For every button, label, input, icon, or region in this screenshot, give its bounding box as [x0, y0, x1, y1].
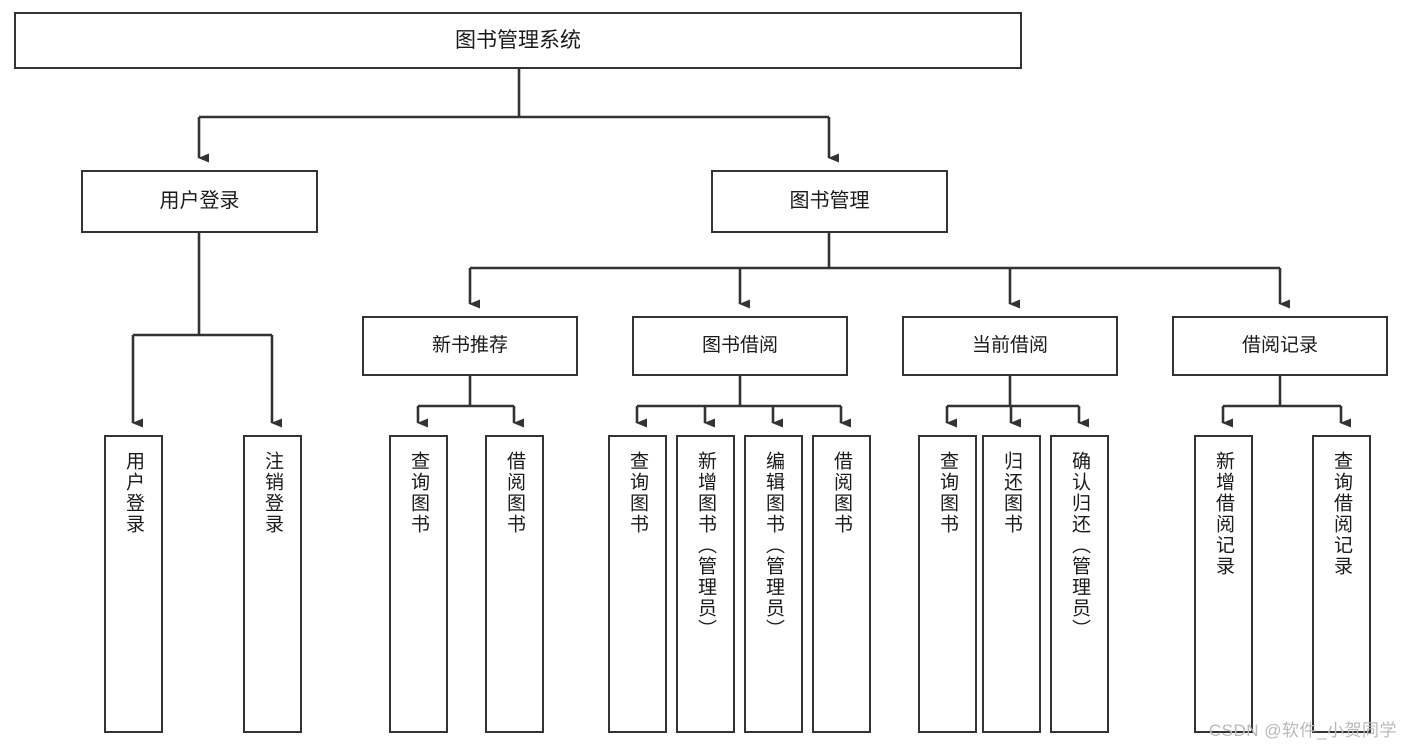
- leaf-query-book-recommend[interactable]: 查询图书: [389, 435, 448, 733]
- node-label: 图书管理: [789, 190, 870, 213]
- watermark-text: CSDN @软件_小贺同学: [1208, 721, 1397, 740]
- node-label: 查询图书: [937, 451, 958, 535]
- node-current-borrow[interactable]: 当前借阅: [902, 316, 1118, 376]
- node-label: 查询图书: [408, 451, 429, 535]
- node-root-system[interactable]: 图书管理系统: [14, 12, 1022, 69]
- node-label: 确认归还（管理员）: [1069, 451, 1090, 640]
- leaf-borrow-book[interactable]: 借阅图书: [812, 435, 871, 733]
- node-label: 图书借阅: [701, 335, 778, 357]
- leaf-user-login[interactable]: 用户登录: [104, 435, 163, 733]
- node-label: 新增图书（管理员）: [695, 451, 716, 640]
- leaf-query-book-borrow[interactable]: 查询图书: [608, 435, 667, 733]
- node-book-management[interactable]: 图书管理: [711, 170, 948, 233]
- node-label: 查询图书: [627, 451, 648, 535]
- node-book-borrow[interactable]: 图书借阅: [632, 316, 848, 376]
- leaf-add-borrow-record[interactable]: 新增借阅记录: [1194, 435, 1253, 733]
- leaf-confirm-return-admin[interactable]: 确认归还（管理员）: [1050, 435, 1109, 733]
- node-label: 查询借阅记录: [1331, 451, 1352, 577]
- leaf-borrow-book-recommend[interactable]: 借阅图书: [485, 435, 544, 733]
- node-new-book-recommend[interactable]: 新书推荐: [362, 316, 578, 376]
- node-label: 当前借阅: [971, 335, 1048, 357]
- leaf-logout[interactable]: 注销登录: [243, 435, 302, 733]
- node-label: 编辑图书（管理员）: [763, 451, 784, 640]
- node-label: 注销登录: [262, 451, 283, 535]
- leaf-query-borrow-record[interactable]: 查询借阅记录: [1312, 435, 1371, 733]
- node-user-login[interactable]: 用户登录: [81, 170, 318, 233]
- node-label: 归还图书: [1001, 451, 1022, 535]
- node-label: 用户登录: [159, 190, 240, 213]
- node-label: 借阅记录: [1241, 335, 1318, 357]
- node-label: 新书推荐: [431, 335, 508, 357]
- leaf-add-book-admin[interactable]: 新增图书（管理员）: [676, 435, 735, 733]
- node-label: 借阅图书: [504, 451, 525, 535]
- leaf-return-book[interactable]: 归还图书: [982, 435, 1041, 733]
- leaf-edit-book-admin[interactable]: 编辑图书（管理员）: [744, 435, 803, 733]
- node-label: 借阅图书: [831, 451, 852, 535]
- leaf-query-book-current[interactable]: 查询图书: [918, 435, 977, 733]
- node-label: 用户登录: [123, 451, 144, 535]
- node-borrow-record[interactable]: 借阅记录: [1172, 316, 1388, 376]
- node-label: 图书管理系统: [455, 28, 581, 52]
- node-label: 新增借阅记录: [1213, 451, 1234, 577]
